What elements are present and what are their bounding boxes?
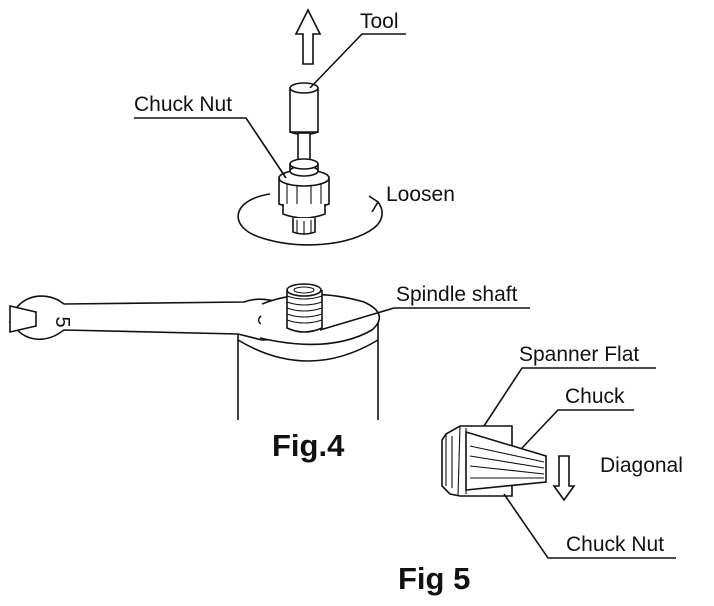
tool	[289, 82, 319, 164]
leader-chuck-nut-fig5	[503, 493, 676, 559]
leader-chuck	[521, 409, 634, 449]
loosen-rotation-arc	[237, 193, 383, 246]
down-arrow-icon	[552, 455, 576, 502]
chuck-assembly	[441, 425, 547, 497]
wrench: 5 8	[8, 295, 301, 341]
up-arrow-icon	[294, 8, 322, 65]
label-spanner-flat: Spanner Flat	[519, 343, 639, 366]
spindle-shaft	[286, 283, 323, 333]
leader-tool	[309, 33, 406, 89]
wrench-size-small: 5	[51, 316, 73, 327]
leader-spindle-shaft	[319, 307, 530, 331]
label-tool: Tool	[360, 10, 399, 33]
loosen-arrow-icon	[368, 195, 380, 213]
label-spindle-shaft: Spindle shaft	[396, 283, 518, 306]
caption-fig4: Fig.4	[272, 428, 345, 463]
label-loosen: Loosen	[386, 183, 455, 206]
caption-fig5: Fig 5	[398, 561, 470, 596]
chuck-nut	[278, 158, 330, 235]
label-chuck: Chuck	[565, 385, 625, 408]
label-chuck-nut-fig4: Chuck Nut	[134, 93, 232, 116]
leader-spanner-flat	[483, 367, 656, 427]
label-chuck-nut-fig5: Chuck Nut	[566, 533, 664, 556]
leader-chuck-nut-fig4	[134, 117, 287, 179]
label-diagonal: Diagonal	[600, 454, 683, 477]
